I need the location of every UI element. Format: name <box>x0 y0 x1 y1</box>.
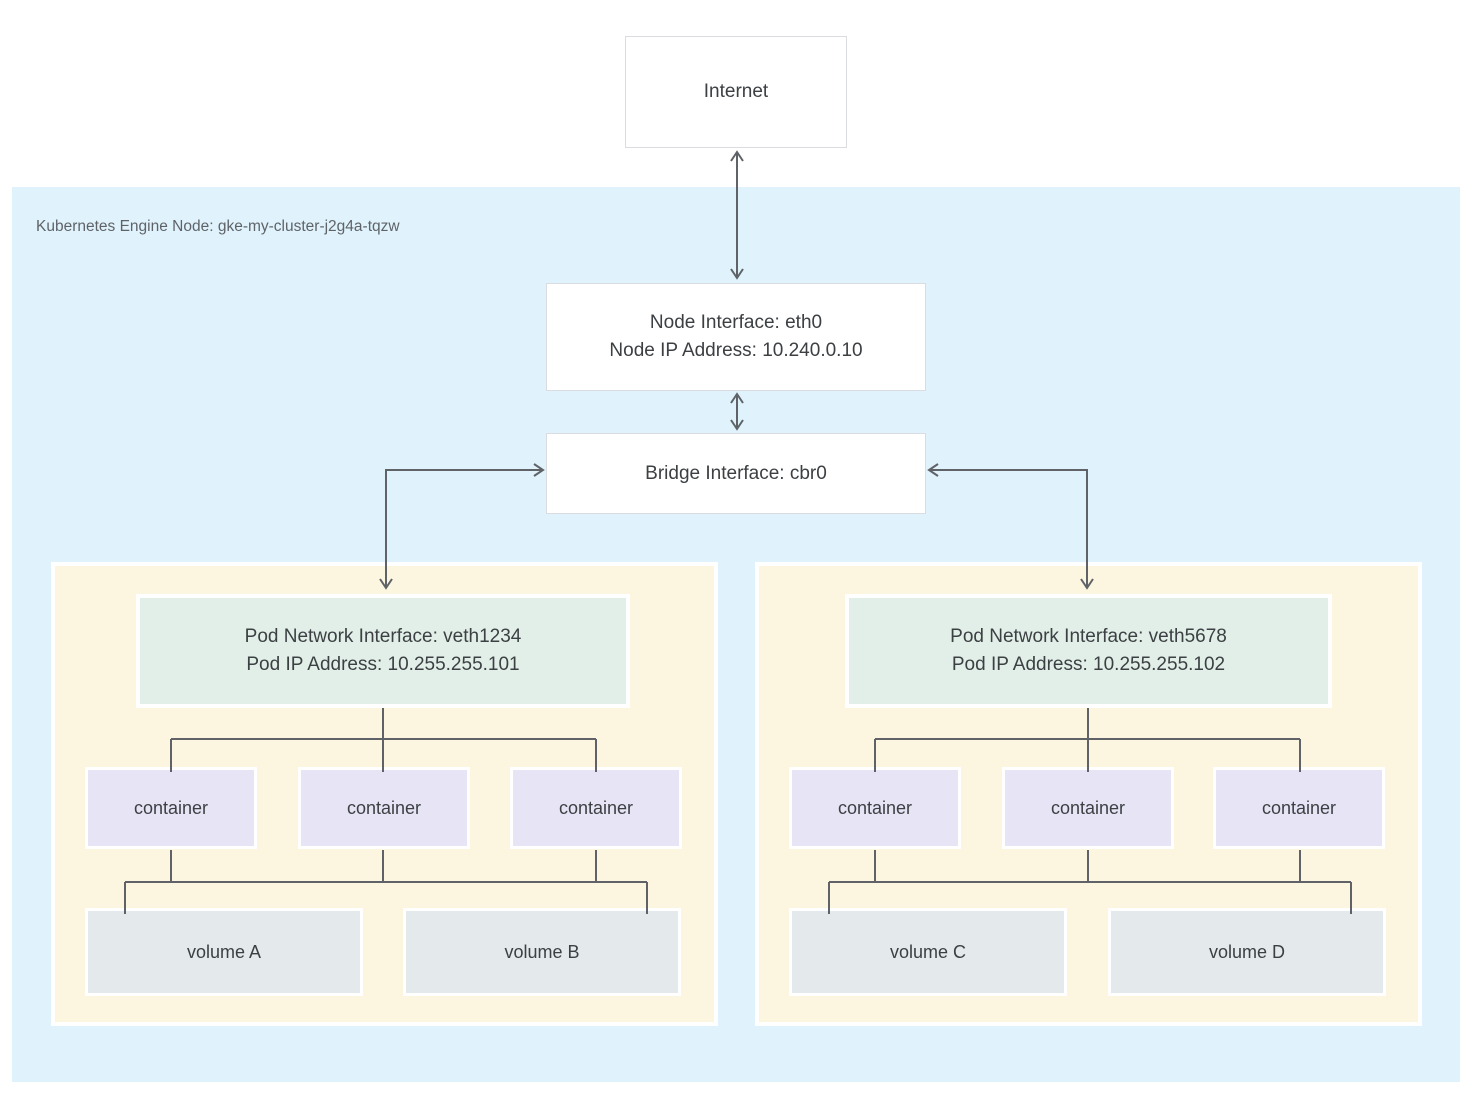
pod-2-volume-d: volume D <box>1108 908 1386 996</box>
node-interface-name: Node Interface: eth0 <box>649 312 823 333</box>
kubernetes-node-label: Kubernetes Engine Node: gke-my-cluster-j… <box>36 218 400 235</box>
pod-2-ip-address: Pod IP Address: 10.255.255.102 <box>951 654 1226 675</box>
bridge-interface-label: Bridge Interface: cbr0 <box>645 462 827 484</box>
pod-1-volume-b: volume B <box>403 908 681 996</box>
pod-1-container-2: container <box>298 767 470 849</box>
internet-label: Internet <box>703 81 769 102</box>
pod-1-container-3: container <box>510 767 682 849</box>
pod-1-interface-name: Pod Network Interface: veth1234 <box>244 626 522 647</box>
pod-2-volume-c: volume C <box>789 908 1067 996</box>
node-ip-address: Node IP Address: 10.240.0.10 <box>609 340 863 361</box>
pod-2-container-2: container <box>1002 767 1174 849</box>
pod-1-ip-address: Pod IP Address: 10.255.255.101 <box>246 654 520 675</box>
pod-2-container-3: container <box>1213 767 1385 849</box>
pod-1-network-interface-box: Pod Network Interface: veth1234 Pod IP A… <box>136 594 630 708</box>
pod-2-interface-name: Pod Network Interface: veth5678 <box>950 626 1227 647</box>
node-interface-box: Node Interface: eth0 Node IP Address: 10… <box>546 283 926 391</box>
pod-1-container-1: container <box>85 767 257 849</box>
pod-2-network-interface-box: Pod Network Interface: veth5678 Pod IP A… <box>845 594 1332 708</box>
bridge-interface-box: Bridge Interface: cbr0 <box>546 433 926 514</box>
pod-1-volume-a: volume A <box>85 908 363 996</box>
pod-2-container-1: container <box>789 767 961 849</box>
internet-box: Internet <box>625 36 847 148</box>
